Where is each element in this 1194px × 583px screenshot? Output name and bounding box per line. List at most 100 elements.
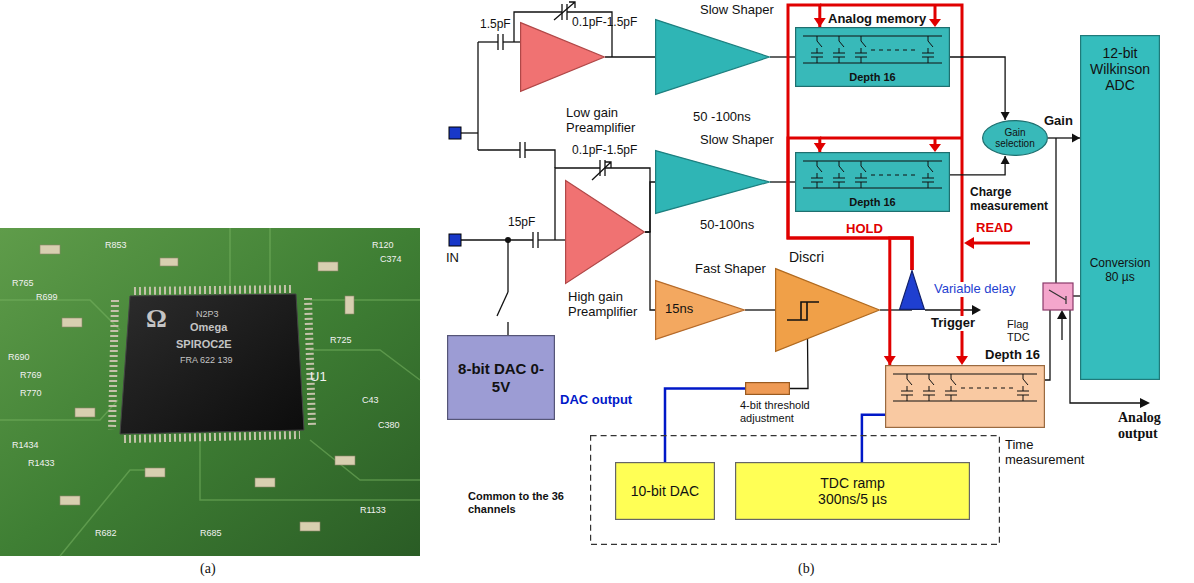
analog-memory: Analog memoryDepth 16 [795,27,950,87]
connector [770,57,795,58]
connector-line [862,415,885,462]
chip-marking: SPIROC2E [176,338,232,351]
time-memory-outline [885,365,1045,428]
node-label: Conversion 80 µs [1084,257,1156,285]
preamplifier-outline [520,22,605,92]
time-memory: Depth 16Time measurement [885,365,1045,428]
node-label: Time measurement [1005,438,1093,468]
common-group: Common to the 36 channels10-bit DACTDC r… [590,435,1000,545]
chip-marking: Ω [146,304,167,334]
arrowhead [884,356,896,365]
connector-line [745,309,775,310]
silkscreen-label: U1 [310,370,327,385]
silkscreen-label: R1133 [360,505,386,515]
text-holder: 8-bit DAC 0-5V [447,335,555,420]
chip-marking: FRA 622 139 [180,355,233,365]
input-network [461,2,650,335]
node-label: 12-bit Wilkinson ADC [1084,45,1156,93]
connector [862,415,885,462]
connector [770,182,795,183]
arrowhead [814,143,826,152]
signal-label: IN [446,251,459,266]
connector [645,232,655,310]
panel-caption: (a) [200,561,216,577]
node-label: 4-bit threshold adjustment [740,399,822,424]
signal-label: 0.1pF-1.5pF [572,144,637,158]
panel-caption: (b) [798,561,814,577]
node-label: 50-100ns [700,218,754,233]
silkscreen-label: R769 [20,370,42,380]
node-label: High gain Preamplifier [568,290,663,320]
delay-buffer-outline [899,270,925,310]
silkscreen-label: R765 [12,278,34,288]
node-label: Gain selection [989,127,1041,150]
connector [745,310,775,311]
threshold-box: 4-bit threshold adjustment [745,382,790,395]
signal-label: Analog output [1118,410,1192,442]
analog-memory: Depth 16 [795,152,950,212]
slow-shaper-outline [655,150,770,214]
signal-label: Charge measurement [970,186,1052,214]
node-label: Slow Shaper [700,133,774,148]
preamplifier: Low gain Preamplifier [520,22,605,92]
signal-label: 0.1pF-1.5pF [572,16,637,30]
signal-label: Trigger [930,316,976,331]
gain-selection: Gain selection [982,120,1048,156]
tdc-ramp: TDC ramp 300ns/5 µs [735,462,970,520]
preamplifier: High gain Preamplifier [565,180,645,284]
connector-line [645,232,655,310]
node-label: Common to the 36 channels [468,490,580,515]
connector-line [665,389,745,463]
silkscreen-label: R699 [36,292,58,302]
arrowhead [1072,134,1080,143]
arrowhead [1001,156,1010,164]
adc-block: 12-bit Wilkinson ADC Conversion 80 µs [1080,35,1160,380]
slow-shaper: Slow Shaper50 -100ns [655,19,770,95]
node-label: Slow Shaper [700,3,774,18]
silkscreen-label: R120 [372,240,394,250]
signal-label: Flag TDC [1007,318,1043,343]
junction-dot [505,237,511,243]
signal-label: READ [976,221,1013,236]
connector [1048,134,1080,143]
node-label: Depth 16 [985,348,1040,363]
signal-label: 15pF [508,216,535,230]
silkscreen-label: R690 [8,352,30,362]
silkscreen-label: R1434 [12,440,39,450]
chip-marking: Omega [190,321,227,334]
connector [665,389,745,463]
node-label: Depth 16 [795,71,950,84]
signal-label: DAC output [560,393,632,408]
connector [605,57,655,58]
node-label: TDC ramp 300ns/5 µs [808,475,898,507]
preamplifier-outline [565,180,645,284]
silkscreen-label: C43 [362,395,379,405]
board-photo [0,228,420,556]
connector-line [770,56,795,57]
threshold-box-outline [745,382,790,395]
node-label: Variable delay [933,282,1016,297]
node-label: 10-bit DAC [631,483,699,499]
input-pad [449,234,461,246]
discriminator: Discri [775,268,880,352]
connector-line [950,57,1005,120]
chip-marking: N2P3 [196,309,219,319]
node-label: 50 -100ns [693,110,751,125]
node-label: Depth 16 [795,196,950,209]
connector-line [790,339,808,389]
node-label: Fast Shaper [695,262,766,277]
fast-shaper: Fast Shaper15ns [655,280,745,340]
delay-buffer: Variable delay [899,270,925,310]
node-label: Low gain Preamplifier [566,106,661,136]
silkscreen-label: R725 [330,335,352,345]
arrowhead [1001,112,1010,120]
silkscreen-label: R770 [20,388,42,398]
discriminator-outline [775,268,880,352]
silkscreen-label: R685 [200,528,222,538]
signal-label: HOLD [846,222,883,237]
connector-line [645,182,655,232]
slow-shaper: Slow Shaper50-100ns [655,150,770,214]
connector-line [770,181,795,182]
